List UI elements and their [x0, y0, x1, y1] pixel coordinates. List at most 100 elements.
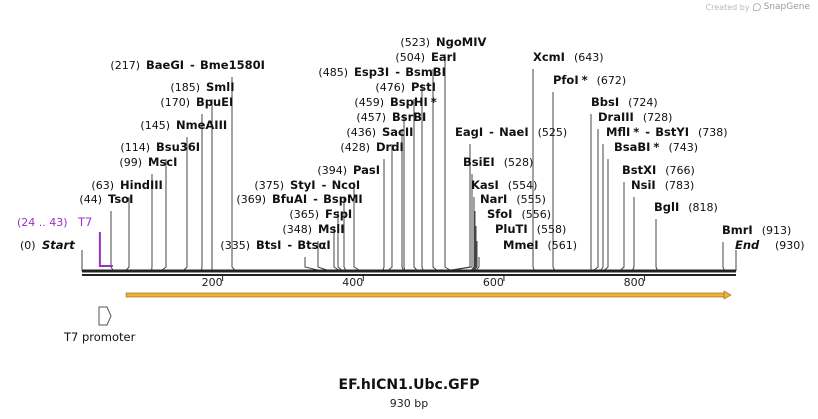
cut-site-name: SacII [382, 125, 413, 139]
dna-backbone [82, 269, 736, 276]
cut-site-msci: MscI (99) [119, 155, 177, 169]
cut-site-bbsi: BbsI(724) [591, 95, 658, 109]
cut-site-pluti: PluTI(558) [495, 222, 566, 236]
cut-site-name: BstXI [622, 163, 656, 177]
cut-site-position: (457) [356, 111, 386, 124]
cut-site-position: (818) [688, 201, 718, 214]
dna-top-strand [82, 269, 736, 273]
cut-site-msli: MslI(348) [282, 222, 344, 236]
group-dash: - [322, 178, 327, 192]
cut-site-name: TsoI [108, 192, 133, 206]
cut-site-sacii: SacII(436) [346, 125, 413, 139]
cut-site-position: (555) [516, 193, 546, 206]
cut-site-position: (525) [538, 126, 568, 139]
cut-site-line-eari [432, 69, 437, 271]
cut-site-pfoi: PfoI*(672) [553, 73, 626, 87]
cut-site-position: (728) [643, 111, 673, 124]
cut-site-line-msli [317, 241, 327, 271]
cut-site-line-nmeaiii [183, 137, 188, 271]
cut-site-name: XcmI [533, 50, 565, 64]
cut-site-draiii: DraIII(728) [598, 110, 672, 124]
credit-prefix: Created by [705, 2, 750, 12]
t7-range: (24 .. 43) [17, 216, 68, 229]
cut-site-line-hindiii [125, 197, 130, 271]
cut-site-bsrbi: BsrBI (457) [356, 110, 426, 124]
cut-site-hindiii: HindIII(63) [91, 178, 162, 192]
end-position: (930) [775, 239, 805, 252]
cut-site-position: (99) [119, 156, 142, 169]
cut-site-line-xcmi [532, 69, 535, 271]
cut-site-psti: PstI(476) [375, 80, 435, 94]
cut-site-bpuei: BpuEI(170) [160, 95, 233, 109]
cut-site-name: PfoI [553, 73, 579, 87]
snapgene-credit: Created by SnapGene [706, 2, 810, 12]
cut-site-line-esp3i [421, 84, 424, 271]
cut-site-name: BsaBI [614, 140, 650, 154]
cut-site-lines [81, 54, 737, 271]
cut-site-position: (476) [375, 81, 405, 94]
cut-site-name: Esp3I [354, 65, 389, 79]
cut-site-smli: SmlI(185) [170, 80, 234, 94]
cut-site-name: NsiI [631, 178, 656, 192]
cut-site-labels: BaeGI-Bme1580I(217)SmlI(185)BpuEI(170)Nm… [20, 35, 805, 252]
t7-promoter: T7 promoter [63, 306, 136, 344]
cut-site-star-marker: * [653, 140, 659, 154]
cut-site-line-nari [471, 211, 476, 271]
cut-site-name: BtsI [256, 238, 281, 252]
cut-site-line-kasi [471, 197, 475, 271]
cut-site-name: SfoI [487, 207, 512, 221]
cut-site-position: (913) [762, 224, 792, 237]
tick-label-600: 600 [483, 276, 504, 289]
start-position: (0) [20, 239, 36, 252]
map-length: 930 bp [389, 397, 429, 410]
cut-site-line-pfoi [552, 92, 556, 271]
cut-site-name: PluTI [495, 222, 528, 236]
cut-site-name-naei: NaeI [499, 125, 528, 139]
cut-site-name: BbsI [591, 95, 619, 109]
cut-site-bgli: BglI(818) [654, 200, 718, 214]
cut-site-line-btsi [304, 257, 318, 271]
cut-site-name: BsrBI [392, 110, 426, 124]
end-label: End [735, 238, 760, 252]
cut-site-position: (170) [160, 96, 190, 109]
cut-site-ngomiv: NgoMIV(523) [400, 35, 486, 49]
cut-site-name: MscI [148, 155, 177, 169]
cut-site-xcmi: XcmI (643) [533, 50, 604, 64]
cut-site-position: (459) [354, 96, 384, 109]
cut-site-name: NmeAIII [176, 118, 227, 132]
cut-site-position: (504) [395, 51, 425, 64]
cut-site-line-tsoi [110, 211, 114, 271]
t7-promoter-label: T7 promoter [63, 330, 136, 344]
cut-site-sfoi: SfoI(556) [487, 207, 551, 221]
cut-site-name-ncoi: NcoI [332, 178, 361, 192]
cut-site-nmeaiii: NmeAIII (145) [140, 118, 227, 132]
cut-site-line-baegi [231, 77, 235, 271]
cut-site-position: (145) [140, 119, 170, 132]
cut-site-bsphi: BspHI*(459) [354, 95, 436, 109]
cut-site-bmri: BmrI(913) [722, 223, 791, 237]
cut-site-name-bspmi: BspMI [323, 192, 363, 206]
cut-site-star-marker: * [633, 125, 639, 139]
cut-site-name: FspI [325, 207, 352, 221]
cut-site-position: (561) [548, 239, 578, 252]
cut-site-nari: NarI(555) [480, 192, 546, 206]
cut-site-name: Bsu36I [156, 140, 200, 154]
cut-site-name: MmeI [503, 238, 539, 252]
cut-site-name: DrdI [376, 140, 404, 154]
cut-site-line-draiii [593, 129, 599, 271]
cut-site-styi: StyI-NcoI(375) [254, 178, 360, 192]
cut-site-position: (485) [318, 66, 348, 79]
cut-site-name: EagI [455, 125, 483, 139]
cut-site-line-ngomiv [444, 54, 451, 271]
cut-site-position: (217) [110, 59, 140, 72]
cut-site-position: (643) [574, 51, 604, 64]
cut-site-name: KasI [471, 178, 499, 192]
group-dash: - [190, 58, 195, 72]
cut-site-line-bfuai [337, 211, 342, 271]
group-dash: - [313, 192, 318, 206]
end-marker: End (930) [735, 238, 805, 252]
orf-arrowhead-icon [723, 290, 732, 300]
cut-site-pasi: PasI(394) [317, 163, 380, 177]
cut-site-eagi: EagI-NaeI(525) [455, 125, 567, 139]
cut-site-line-bmri [722, 242, 725, 271]
